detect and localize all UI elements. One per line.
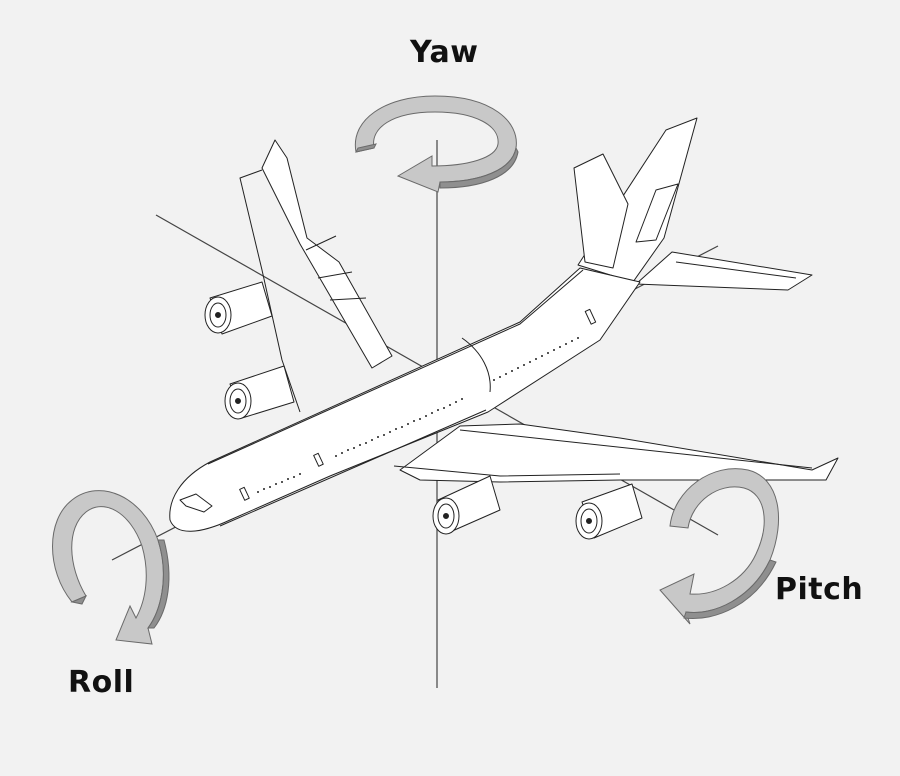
left-wing-flap [239, 169, 301, 413]
doors [239, 308, 597, 501]
airplane [169, 117, 839, 540]
fuselage-belly-line [219, 409, 487, 527]
left-engine-inner [224, 365, 295, 420]
left-stabilizer [573, 153, 629, 269]
roll-label: Roll [68, 665, 135, 700]
right-engine-inner [432, 475, 501, 535]
left-wing-edge [305, 235, 367, 301]
window-rows [257, 337, 579, 493]
right-engine-outer [575, 483, 643, 540]
cockpit-windows [179, 493, 213, 513]
right-stabilizer-edge [675, 261, 797, 279]
fuselage-section-ring [461, 337, 491, 393]
pitch-label: Pitch [775, 572, 864, 607]
pitch-rotation-arrow [659, 468, 780, 625]
left-wing [261, 139, 393, 369]
yaw-rotation-arrow [354, 95, 519, 193]
fuselage [169, 267, 641, 532]
tail-fin-rudder [635, 183, 679, 243]
fuselage-upper-line [207, 269, 584, 465]
left-engine-outer [204, 281, 273, 335]
yaw-label: Yaw [410, 35, 479, 70]
right-wing-flap-line [393, 429, 813, 477]
right-wing [399, 423, 839, 483]
right-stabilizer [635, 251, 813, 291]
roll-rotation-arrow [52, 490, 170, 645]
